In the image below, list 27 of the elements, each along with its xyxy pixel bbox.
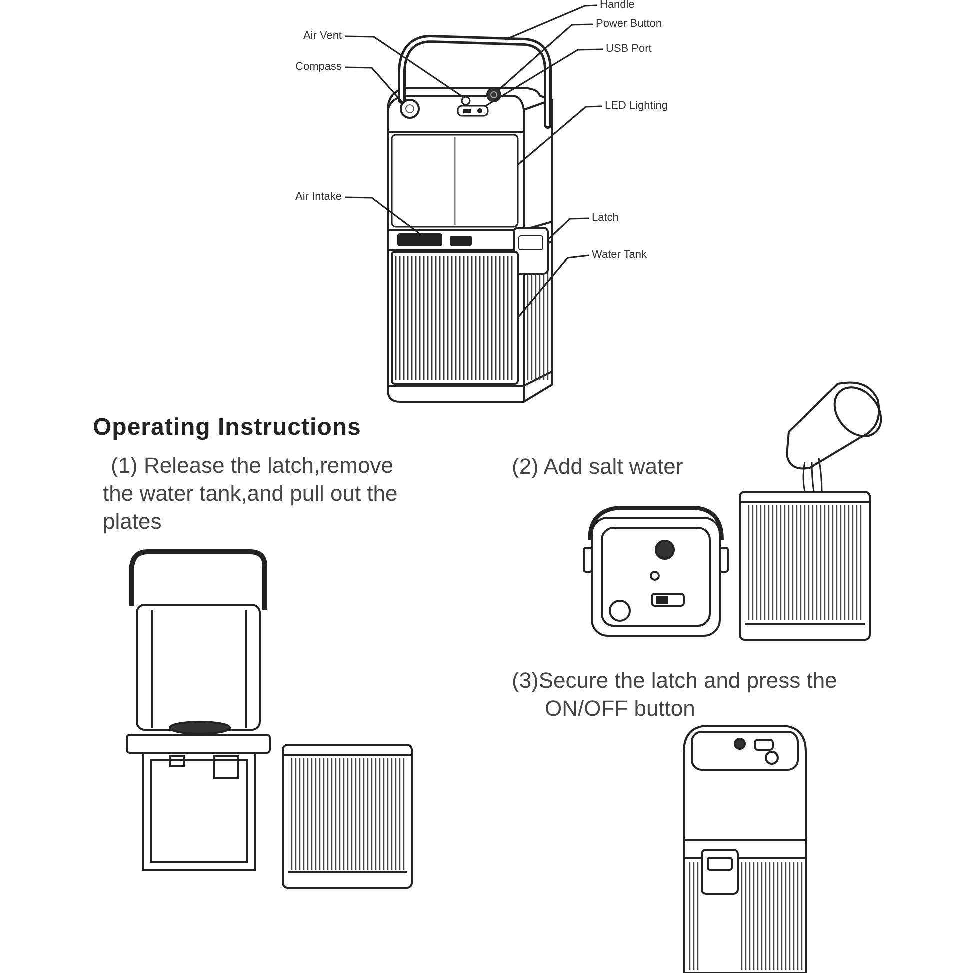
- part-label: USB Port: [606, 43, 652, 56]
- leader-line: [486, 48, 604, 107]
- part-label: Air Intake: [296, 191, 342, 204]
- part-label: LED Lighting: [605, 100, 668, 113]
- leader-line: [498, 24, 594, 91]
- part-label: Latch: [592, 212, 619, 225]
- leader-line: [344, 66, 404, 104]
- section-heading: Operating Instructions: [93, 414, 362, 442]
- instruction-step: (2) Add salt water: [512, 453, 812, 481]
- leader-line: [344, 196, 420, 235]
- leader-line: [517, 254, 590, 319]
- part-label: Water Tank: [592, 249, 648, 262]
- instruction-step: (3)Secure the latch and press the ON/OFF button: [512, 667, 865, 723]
- leader-line: [547, 218, 590, 241]
- part-label: Handle: [600, 0, 635, 12]
- part-label: Compass: [296, 61, 342, 74]
- air-intake-grille: [398, 234, 472, 246]
- water-tank: [391, 251, 519, 385]
- instruction-step: (1) Release the latch,remove the water tank,and pull out the plates: [103, 452, 408, 536]
- part-label: Power Button: [596, 18, 662, 31]
- leader-line: [517, 106, 602, 166]
- handle: [398, 35, 552, 129]
- part-label: Air Vent: [303, 30, 342, 43]
- leader-line: [344, 36, 464, 98]
- lamp-body: [391, 134, 519, 228]
- latch: [513, 227, 549, 275]
- leader-line: [504, 4, 598, 41]
